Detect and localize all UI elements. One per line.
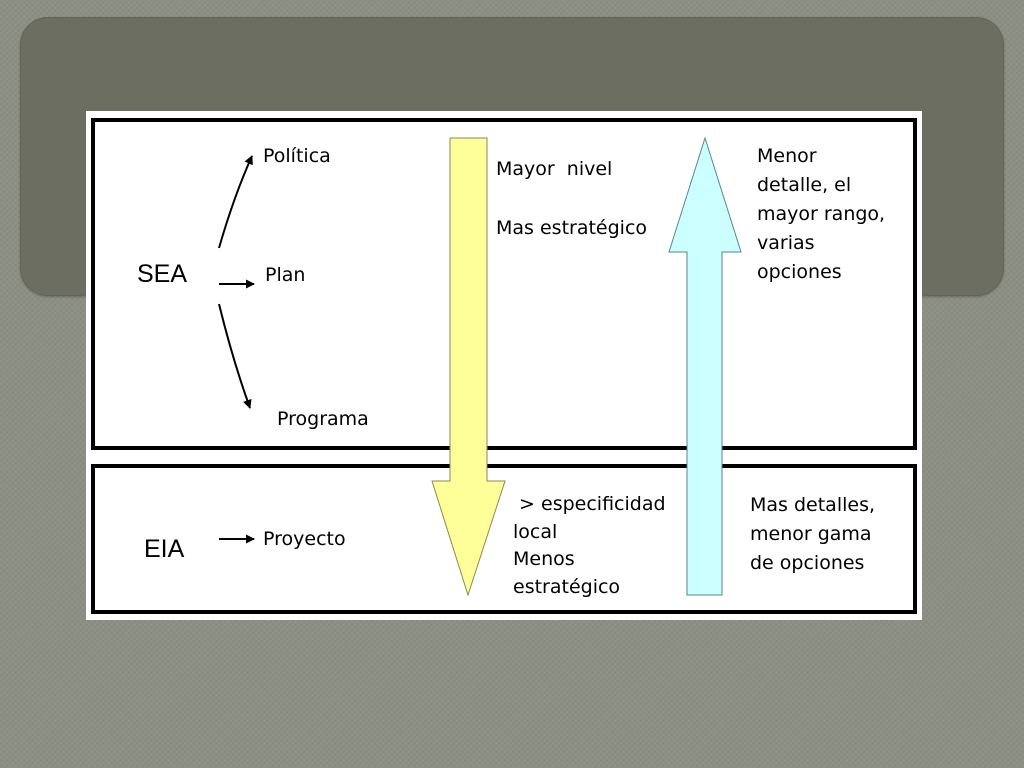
up-top-line-5: opciones: [757, 261, 842, 283]
diagram-frame: SEA Política Plan Programa EIA Proyecto …: [86, 111, 922, 620]
down-bottom-line-4: estratégico: [513, 576, 620, 598]
branch-programa: Programa: [277, 408, 369, 430]
down-top-line-2: Mas estratégico: [496, 217, 647, 239]
up-top-line-1: Menor: [757, 145, 817, 167]
up-bottom-line-1: Mas detalles,: [750, 494, 875, 516]
arrow-to-programa: [218, 303, 252, 409]
eia-section-box: [91, 464, 917, 614]
branch-proyecto: Proyecto: [263, 528, 346, 550]
down-bottom-line-1: > especificidad: [513, 493, 666, 515]
up-top-line-4: varias: [757, 232, 815, 254]
down-bottom-line-3: Menos: [513, 548, 575, 570]
sea-label: SEA: [137, 260, 187, 288]
branch-politica: Política: [263, 145, 331, 167]
sea-eia-diagram: SEA Política Plan Programa EIA Proyecto …: [91, 118, 917, 614]
up-arrow: [668, 136, 742, 596]
branch-plan: Plan: [265, 264, 305, 286]
eia-label: EIA: [144, 535, 185, 563]
up-bottom-line-3: de opciones: [750, 552, 864, 574]
arrow-to-politica: [218, 155, 253, 249]
up-top-line-3: mayor rango,: [757, 203, 885, 225]
up-top-line-2: detalle, el: [757, 174, 851, 196]
down-bottom-line-2: local: [513, 521, 557, 543]
sea-section-box: [91, 118, 917, 450]
up-bottom-line-2: menor gama: [750, 523, 872, 545]
down-arrow: [431, 137, 506, 597]
down-top-line-1: Mayor nivel: [496, 158, 612, 180]
